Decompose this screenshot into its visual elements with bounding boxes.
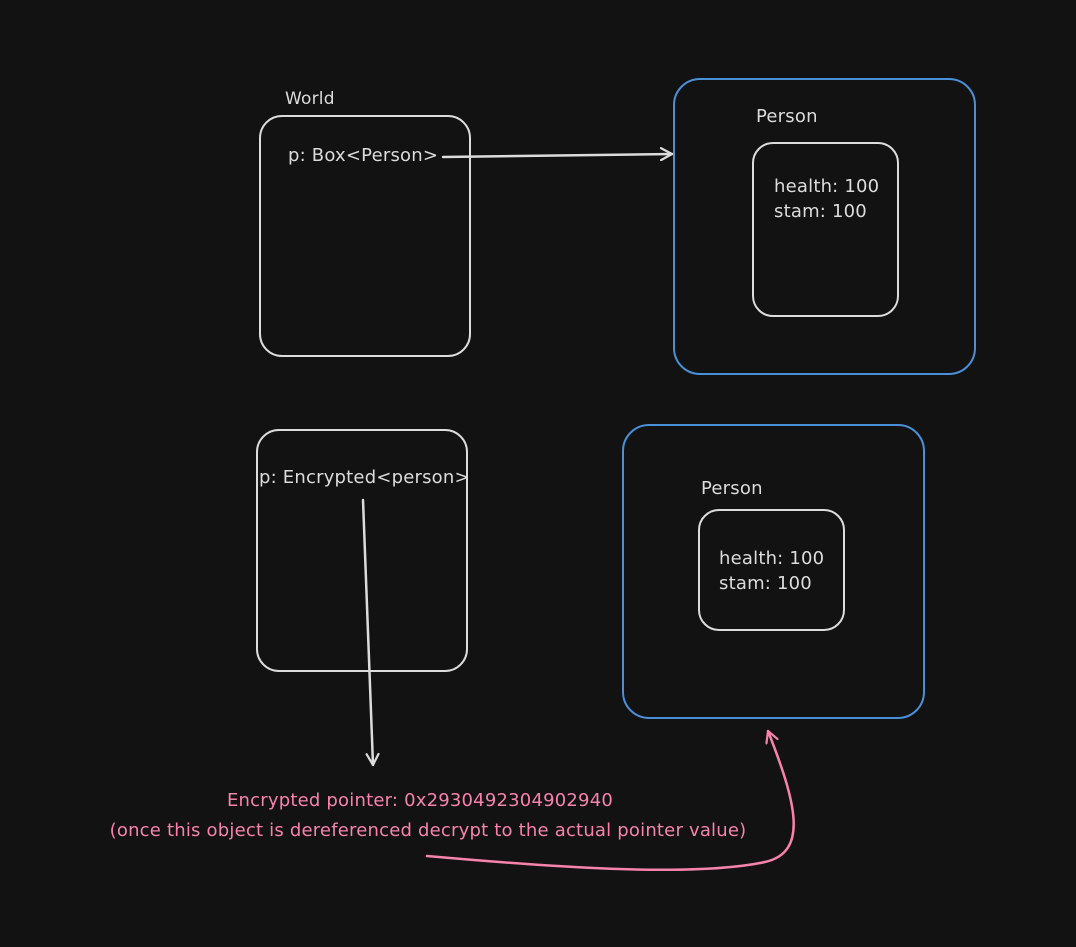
world-box: [259, 115, 471, 357]
world-field-label: p: Box<Person>: [288, 145, 439, 166]
encrypted-pointer-arrow: [361, 498, 373, 767]
person-top-stam: stam: 100: [774, 201, 867, 222]
person-bottom-outer-box: [622, 424, 925, 719]
person-top-health: health: 100: [774, 176, 880, 197]
person-top-title: Person: [756, 106, 818, 127]
person-top-outer-box: [673, 78, 976, 375]
person-bottom-health: health: 100: [719, 548, 825, 569]
person-bottom-title: Person: [701, 478, 763, 499]
encrypted-field-label: p: Encrypted<person>: [259, 467, 470, 488]
world-title: World: [285, 89, 335, 109]
person-bottom-stam: stam: 100: [719, 573, 812, 594]
person-bottom-inner-box: [698, 509, 845, 631]
encrypted-box: [256, 429, 468, 672]
annotation-line-2: (once this object is dereferenced decryp…: [109, 820, 747, 841]
box-pointer-arrow: [441, 154, 674, 157]
annotation-line-1: Encrypted pointer: 0x2930492304902940: [226, 790, 614, 811]
person-top-inner-box: [752, 142, 899, 317]
decrypt-arrow: [425, 729, 795, 872]
